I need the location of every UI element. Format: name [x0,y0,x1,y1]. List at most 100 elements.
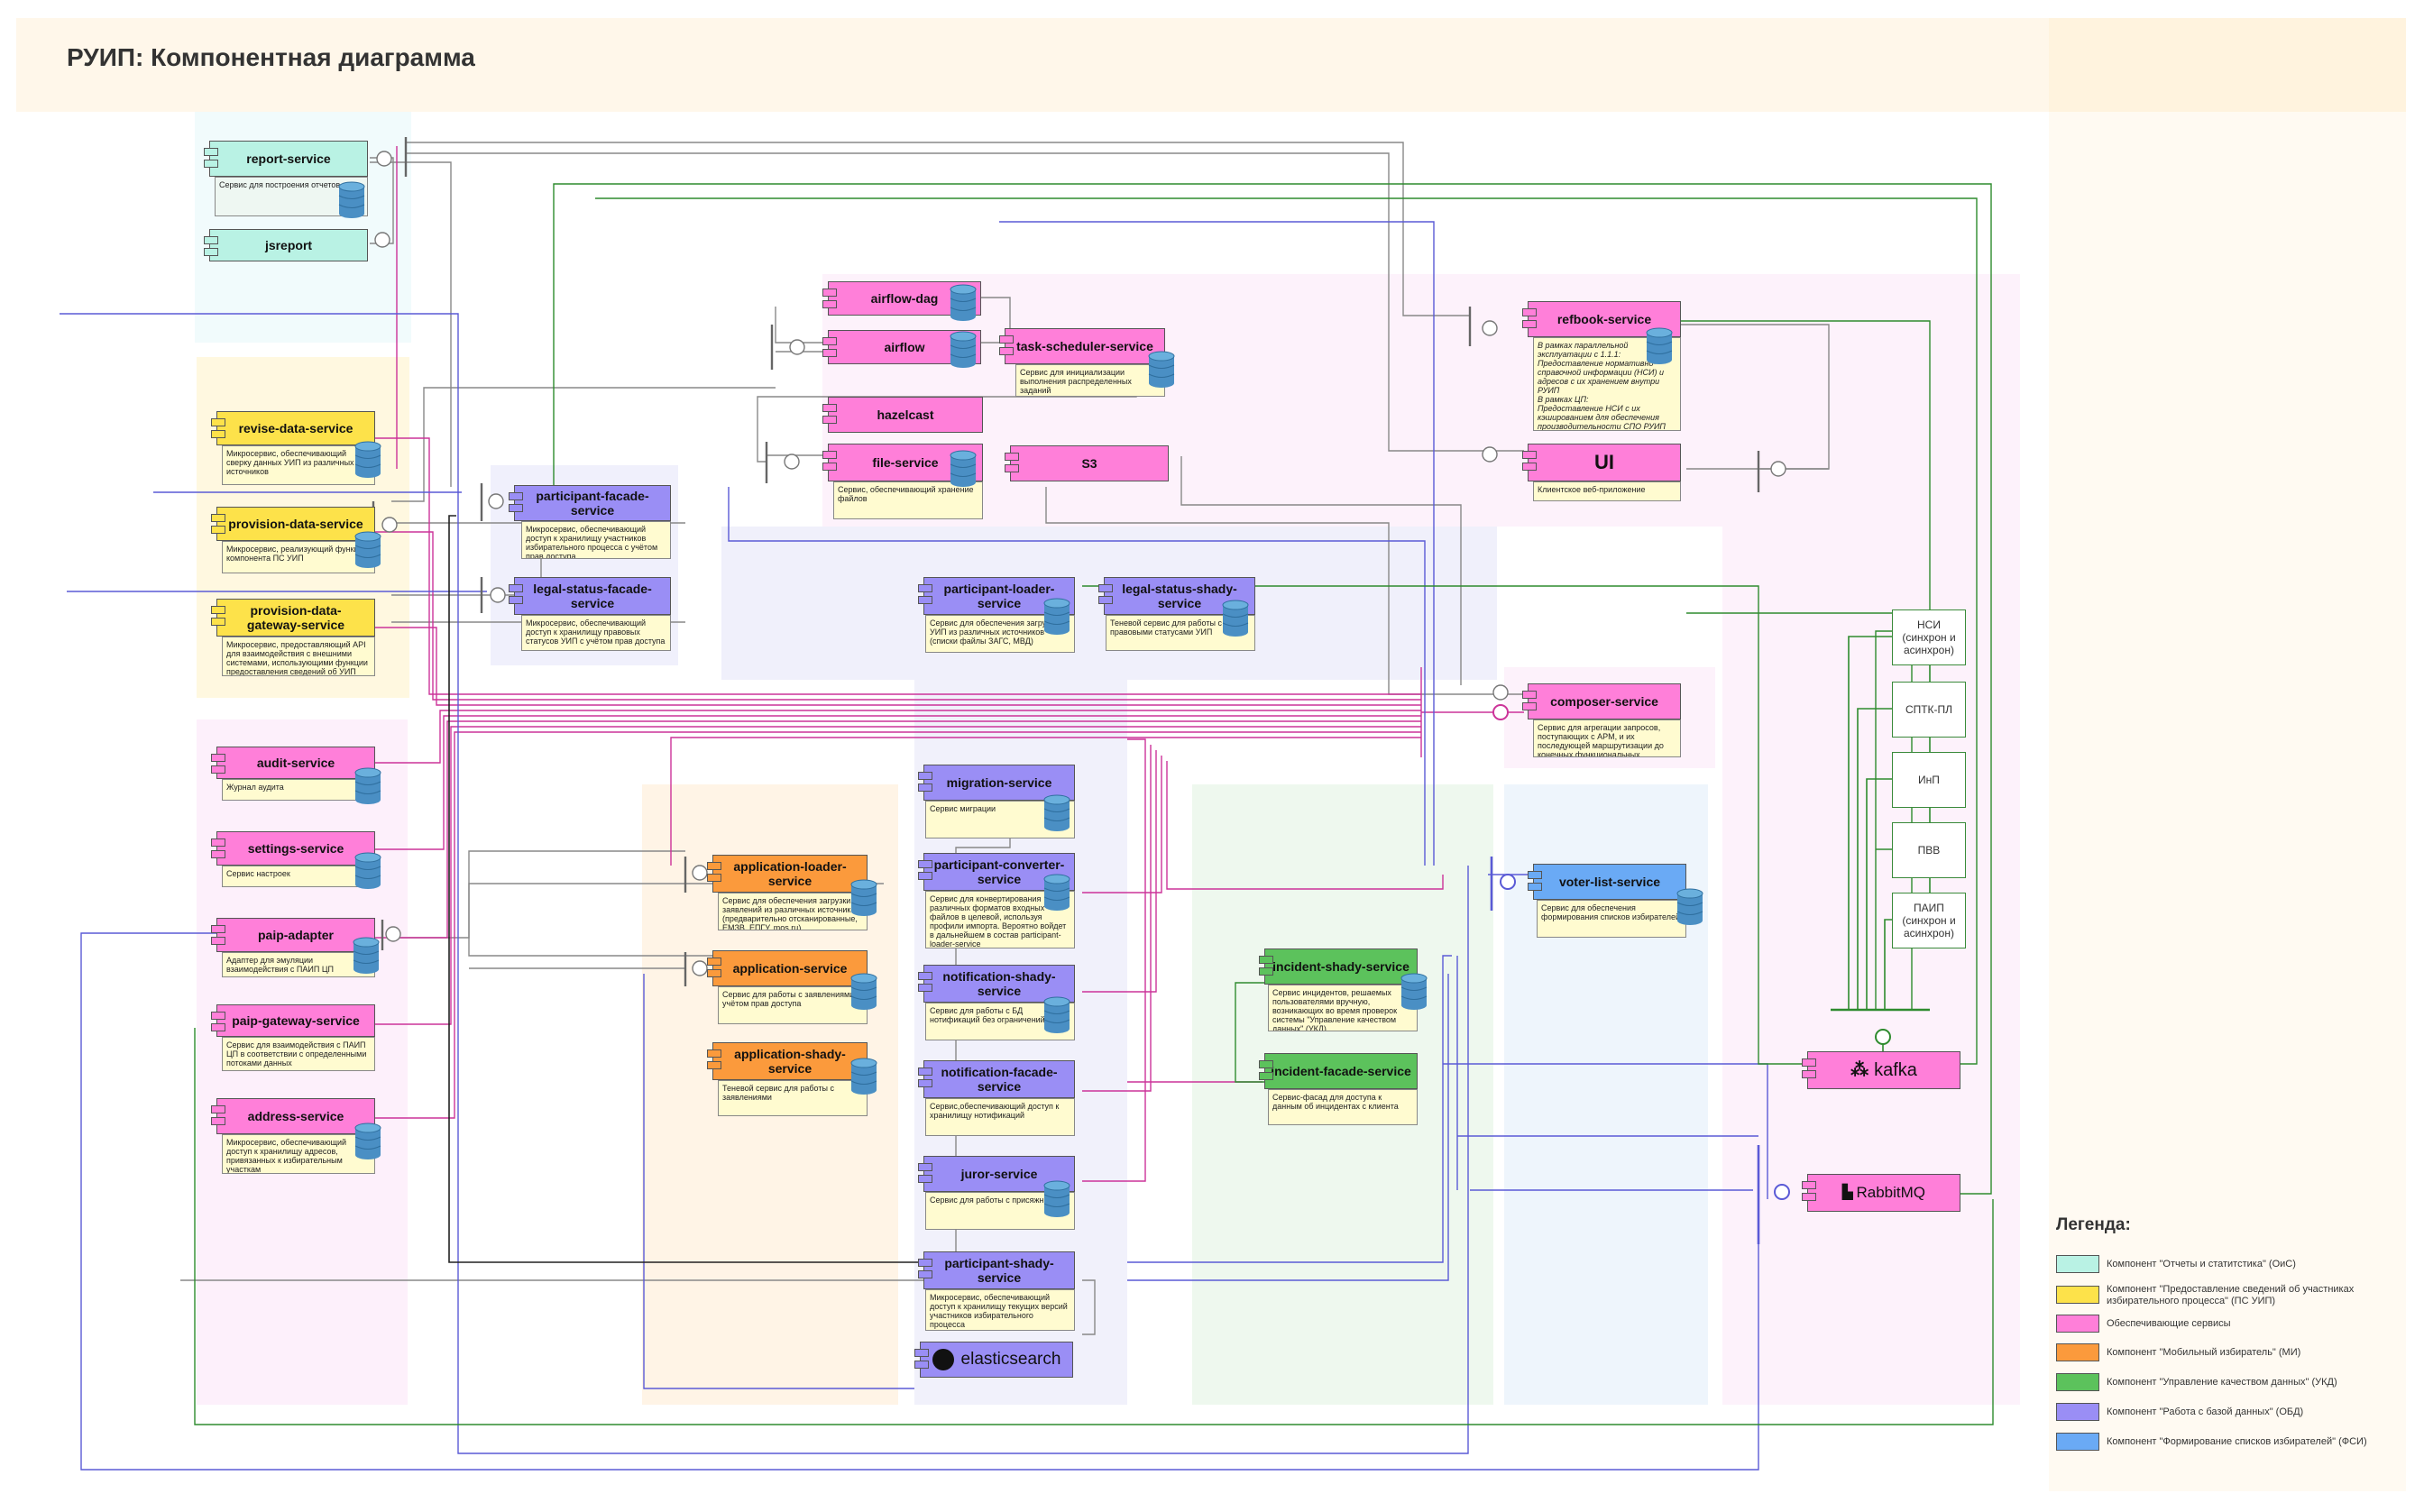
database-icon [950,284,977,322]
database-icon [1043,996,1070,1034]
notification-facade-service[interactable]: notification-facade- service [918,1060,1075,1098]
component-label: provision-data- gateway-service [246,603,345,632]
provision-data-service[interactable]: provision-data-service [211,507,375,541]
connector-blue [80,932,1759,1471]
kafka[interactable]: ⁂ kafka [1802,1051,1960,1089]
legend-item-ukd: Компонент "Управление качеством данных" … [2056,1371,2399,1398]
paip-adapter-note: Адаптер для эмуляции взаимодействия с ПА… [222,952,375,977]
voter-list-service[interactable]: voter-list-service [1528,864,1686,900]
ui[interactable]: UI [1522,444,1681,481]
interface-lollipop [1492,704,1509,720]
application-service[interactable]: application-service [707,950,868,986]
database-icon [1043,794,1070,832]
application-loader-service[interactable]: application-loader- service [707,855,868,893]
notification-shady-service[interactable]: notification-shady- service [918,965,1075,1003]
header-band-right [2049,18,2406,112]
s3[interactable]: S3 [1005,445,1169,481]
database-icon [950,331,977,369]
component-label: address-service [247,1109,344,1123]
connector-blue [60,313,1469,1454]
participant-facade-service[interactable]: participant-facade- service [509,485,671,521]
composer-service[interactable]: composer-service [1522,683,1681,719]
paip-adapter[interactable]: paip-adapter [211,918,375,952]
file-service-note: Сервис, обеспечивающий хранение файлов [833,481,983,519]
legend-panel [2049,112,2406,1491]
component-label: report-service [246,151,331,166]
refbook-service[interactable]: refbook-service [1522,301,1681,337]
database-icon [354,531,381,569]
legend-item-mi: Компонент "Мобильный избиратель" (МИ) [2056,1342,2399,1369]
connector-magenta [1082,738,1146,1182]
component-label: settings-service [247,841,344,856]
legend-item-ois: Компонент "Отчеты и статитстика" (ОиС) [2056,1253,2399,1280]
paip-gateway-service[interactable]: paip-gateway-service [211,1004,375,1037]
audit-service[interactable]: audit-service [211,747,375,779]
component-label: refbook-service [1556,312,1652,326]
provision-data-service-note: Микросервис, реализующий функции компоне… [222,541,375,573]
external-system-paip[interactable]: ПАИП (синхрон и асинхрон) [1892,893,1966,948]
connector-magenta [375,726,1421,1025]
zone-support-right [1722,527,2020,1405]
legend-title: Легенда: [2056,1215,2131,1234]
component-label: migration-service [946,775,1052,790]
external-system-nsi[interactable]: НСИ (синхрон и асинхрон) [1892,609,1966,665]
task-scheduler-service-note: Сервис для инициализации выполнения расп… [1015,364,1165,397]
interface-lollipop [789,339,805,355]
provision-data-gateway-service-note: Микросервис, предоставляющий API для вза… [222,637,375,676]
legend-swatch [2056,1403,2099,1421]
interface-lollipop [490,587,506,603]
external-system-inp[interactable]: ИнП [1892,752,1966,808]
component-label: airflow [884,340,925,354]
task-scheduler-service[interactable]: task-scheduler-service [999,328,1165,364]
external-system-pvv[interactable]: ПВВ [1892,822,1966,878]
connector-magenta [375,710,1421,764]
report-service[interactable]: report-service [204,141,368,177]
composer-service-note: Сервис для агрегации запросов, поступающ… [1533,719,1681,757]
rabbitmq[interactable]: ▙ RabbitMQ [1802,1174,1960,1212]
voter-list-service-note: Сервис для обеспечения формирования спис… [1537,900,1686,938]
connector-blue [1127,974,1449,1281]
revise-data-service[interactable]: revise-data-service [211,411,375,445]
database-icon [850,879,877,917]
interface-lollipop [385,926,401,942]
hazelcast[interactable]: hazelcast [822,397,983,433]
legend-swatch [2056,1286,2099,1304]
header-band [16,18,2049,112]
component-label: participant-shady- service [944,1256,1054,1285]
database-icon [850,973,877,1011]
elasticsearch[interactable]: elasticsearch [914,1342,1073,1378]
participant-shady-service[interactable]: participant-shady- service [918,1251,1075,1289]
connector-blue [728,487,1426,866]
application-shady-service[interactable]: application-shady- service [707,1042,868,1080]
migration-service[interactable]: migration-service [918,765,1075,801]
connector-gray [1180,456,1462,685]
juror-service[interactable]: juror-service [918,1156,1075,1192]
provision-data-gateway-service[interactable]: provision-data- gateway-service [211,599,375,637]
incident-shady-service[interactable]: incident-shady-service [1259,948,1418,985]
connector-gray [406,152,1524,452]
settings-service[interactable]: settings-service [211,831,375,866]
address-service[interactable]: address-service [211,1098,375,1134]
participant-loader-service[interactable]: participant-loader- service [918,577,1075,615]
database-icon [1400,973,1428,1011]
settings-service-note: Сервис настроек [222,866,375,887]
component-label: juror-service [960,1167,1038,1181]
component-label: application-service [732,961,848,976]
component-label: incident-facade-service [1271,1064,1411,1078]
component-label: legal-status-shady- service [1122,582,1237,610]
participant-converter-service-note: Сервис для конвертирования различных фор… [925,891,1075,948]
legend-label: Компонент "Предоставление сведений об уч… [2107,1284,2355,1306]
external-system-sptk-pl[interactable]: СПТК-ПЛ [1892,682,1966,738]
legal-status-facade-service[interactable]: legal-status-facade- service [509,577,671,615]
component-label: provision-data-service [228,517,363,531]
connector-magenta [375,531,1421,701]
incident-facade-service[interactable]: incident-facade-service [1259,1053,1418,1089]
database-icon [950,450,977,488]
page-title: РУИП: Компонентная диаграмма [67,43,475,71]
interface-lollipop [376,151,392,167]
component-label: hazelcast [877,408,934,422]
interface-lollipop [488,493,504,509]
jsreport[interactable]: jsreport [204,229,368,261]
